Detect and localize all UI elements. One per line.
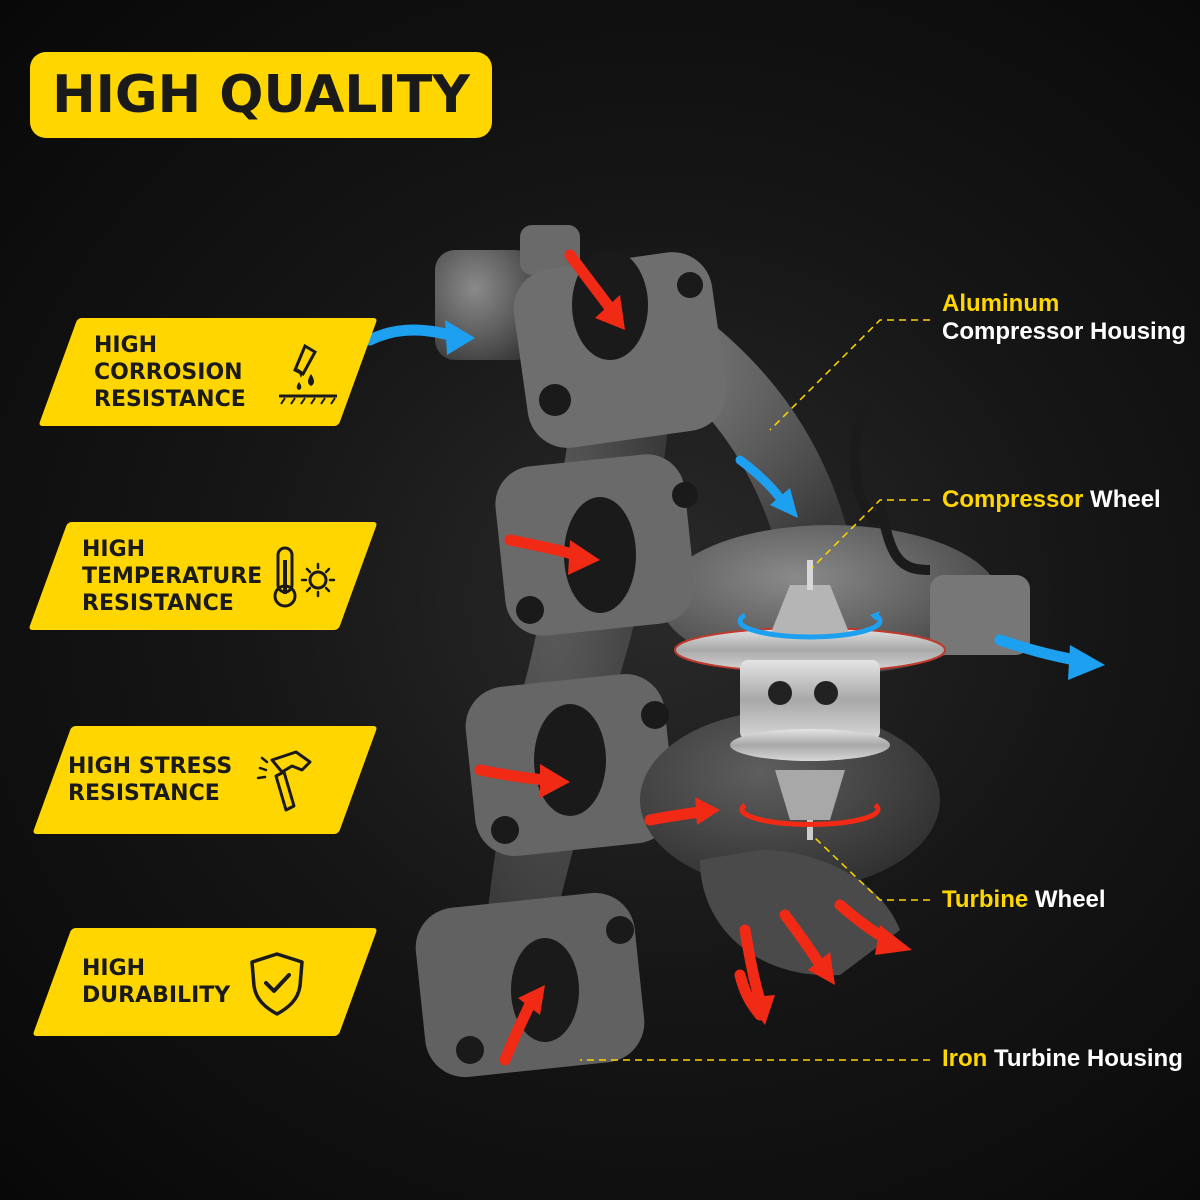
callout-turbine-housing: Iron Turbine Housing <box>942 1045 1183 1073</box>
callout-text: Compressor Housing <box>942 318 1187 345</box>
manifold-flange-2 <box>495 454 698 636</box>
callout-compressor-wheel: Compressor Wheel <box>942 486 1161 514</box>
manifold-flange-3 <box>465 673 675 857</box>
feature-line: RESISTANCE <box>82 590 234 616</box>
callout-compressor-housing: Aluminum Compressor Housing <box>942 290 1186 346</box>
feature-corrosion-resistance: HIGH CORROSION RESISTANCE <box>38 318 378 426</box>
page-title: HIGH QUALITY <box>52 65 470 125</box>
feature-durability: HIGH DURABILITY <box>32 928 378 1036</box>
thermometer-sun-icon <box>273 546 336 608</box>
exhaust-arrow-7 <box>779 909 826 971</box>
feature-line: DURABILITY <box>82 983 231 1008</box>
shield-check-icon <box>250 952 304 1016</box>
title-badge: HIGH QUALITY <box>30 52 492 138</box>
feature-line: RESISTANCE <box>94 386 246 412</box>
feature-line: TEMPERATURE <box>82 563 263 589</box>
hammer-icon <box>256 750 312 812</box>
feature-stress-resistance: HIGH STRESS RESISTANCE <box>32 726 378 834</box>
corrosion-resistance-icon <box>279 343 337 405</box>
turbine-wheel-graphic <box>739 770 881 840</box>
feature-line: RESISTANCE <box>68 781 220 806</box>
callout-highlight: Iron <box>942 1045 988 1072</box>
exhaust-arrow-1 <box>564 249 616 314</box>
compressor-wheel-graphic <box>737 560 883 640</box>
manifold-flange-1 <box>513 250 727 448</box>
outlet-arrow <box>994 634 1081 666</box>
callout-highlight: Aluminum <box>942 290 1060 317</box>
exhaust-arrow-6 <box>739 924 766 1006</box>
feature-line: HIGH <box>82 536 146 562</box>
center-cartridge <box>674 627 946 761</box>
callout-text: Wheel <box>1090 486 1161 513</box>
callout-text: Turbine Housing <box>994 1045 1183 1072</box>
manifold-flange-4 <box>415 892 645 1078</box>
feature-line: HIGH <box>82 956 146 981</box>
feature-temperature-resistance: HIGH TEMPERATURE RESISTANCE <box>28 522 378 630</box>
callout-text: Wheel <box>1034 886 1106 913</box>
feature-line: HIGH STRESS <box>68 754 233 779</box>
compressor-outlet <box>930 575 1030 655</box>
intake-arrow-left <box>364 324 456 346</box>
feature-line: CORROSION <box>94 359 243 385</box>
callout-leader-lines <box>580 319 930 1061</box>
callout-turbine-wheel: Turbine Wheel <box>942 886 1106 914</box>
callout-highlight: Compressor <box>942 486 1084 513</box>
feature-line: HIGH <box>94 332 158 358</box>
exhaust-arrow-3 <box>474 764 551 786</box>
callout-highlight: Turbine <box>942 886 1029 913</box>
